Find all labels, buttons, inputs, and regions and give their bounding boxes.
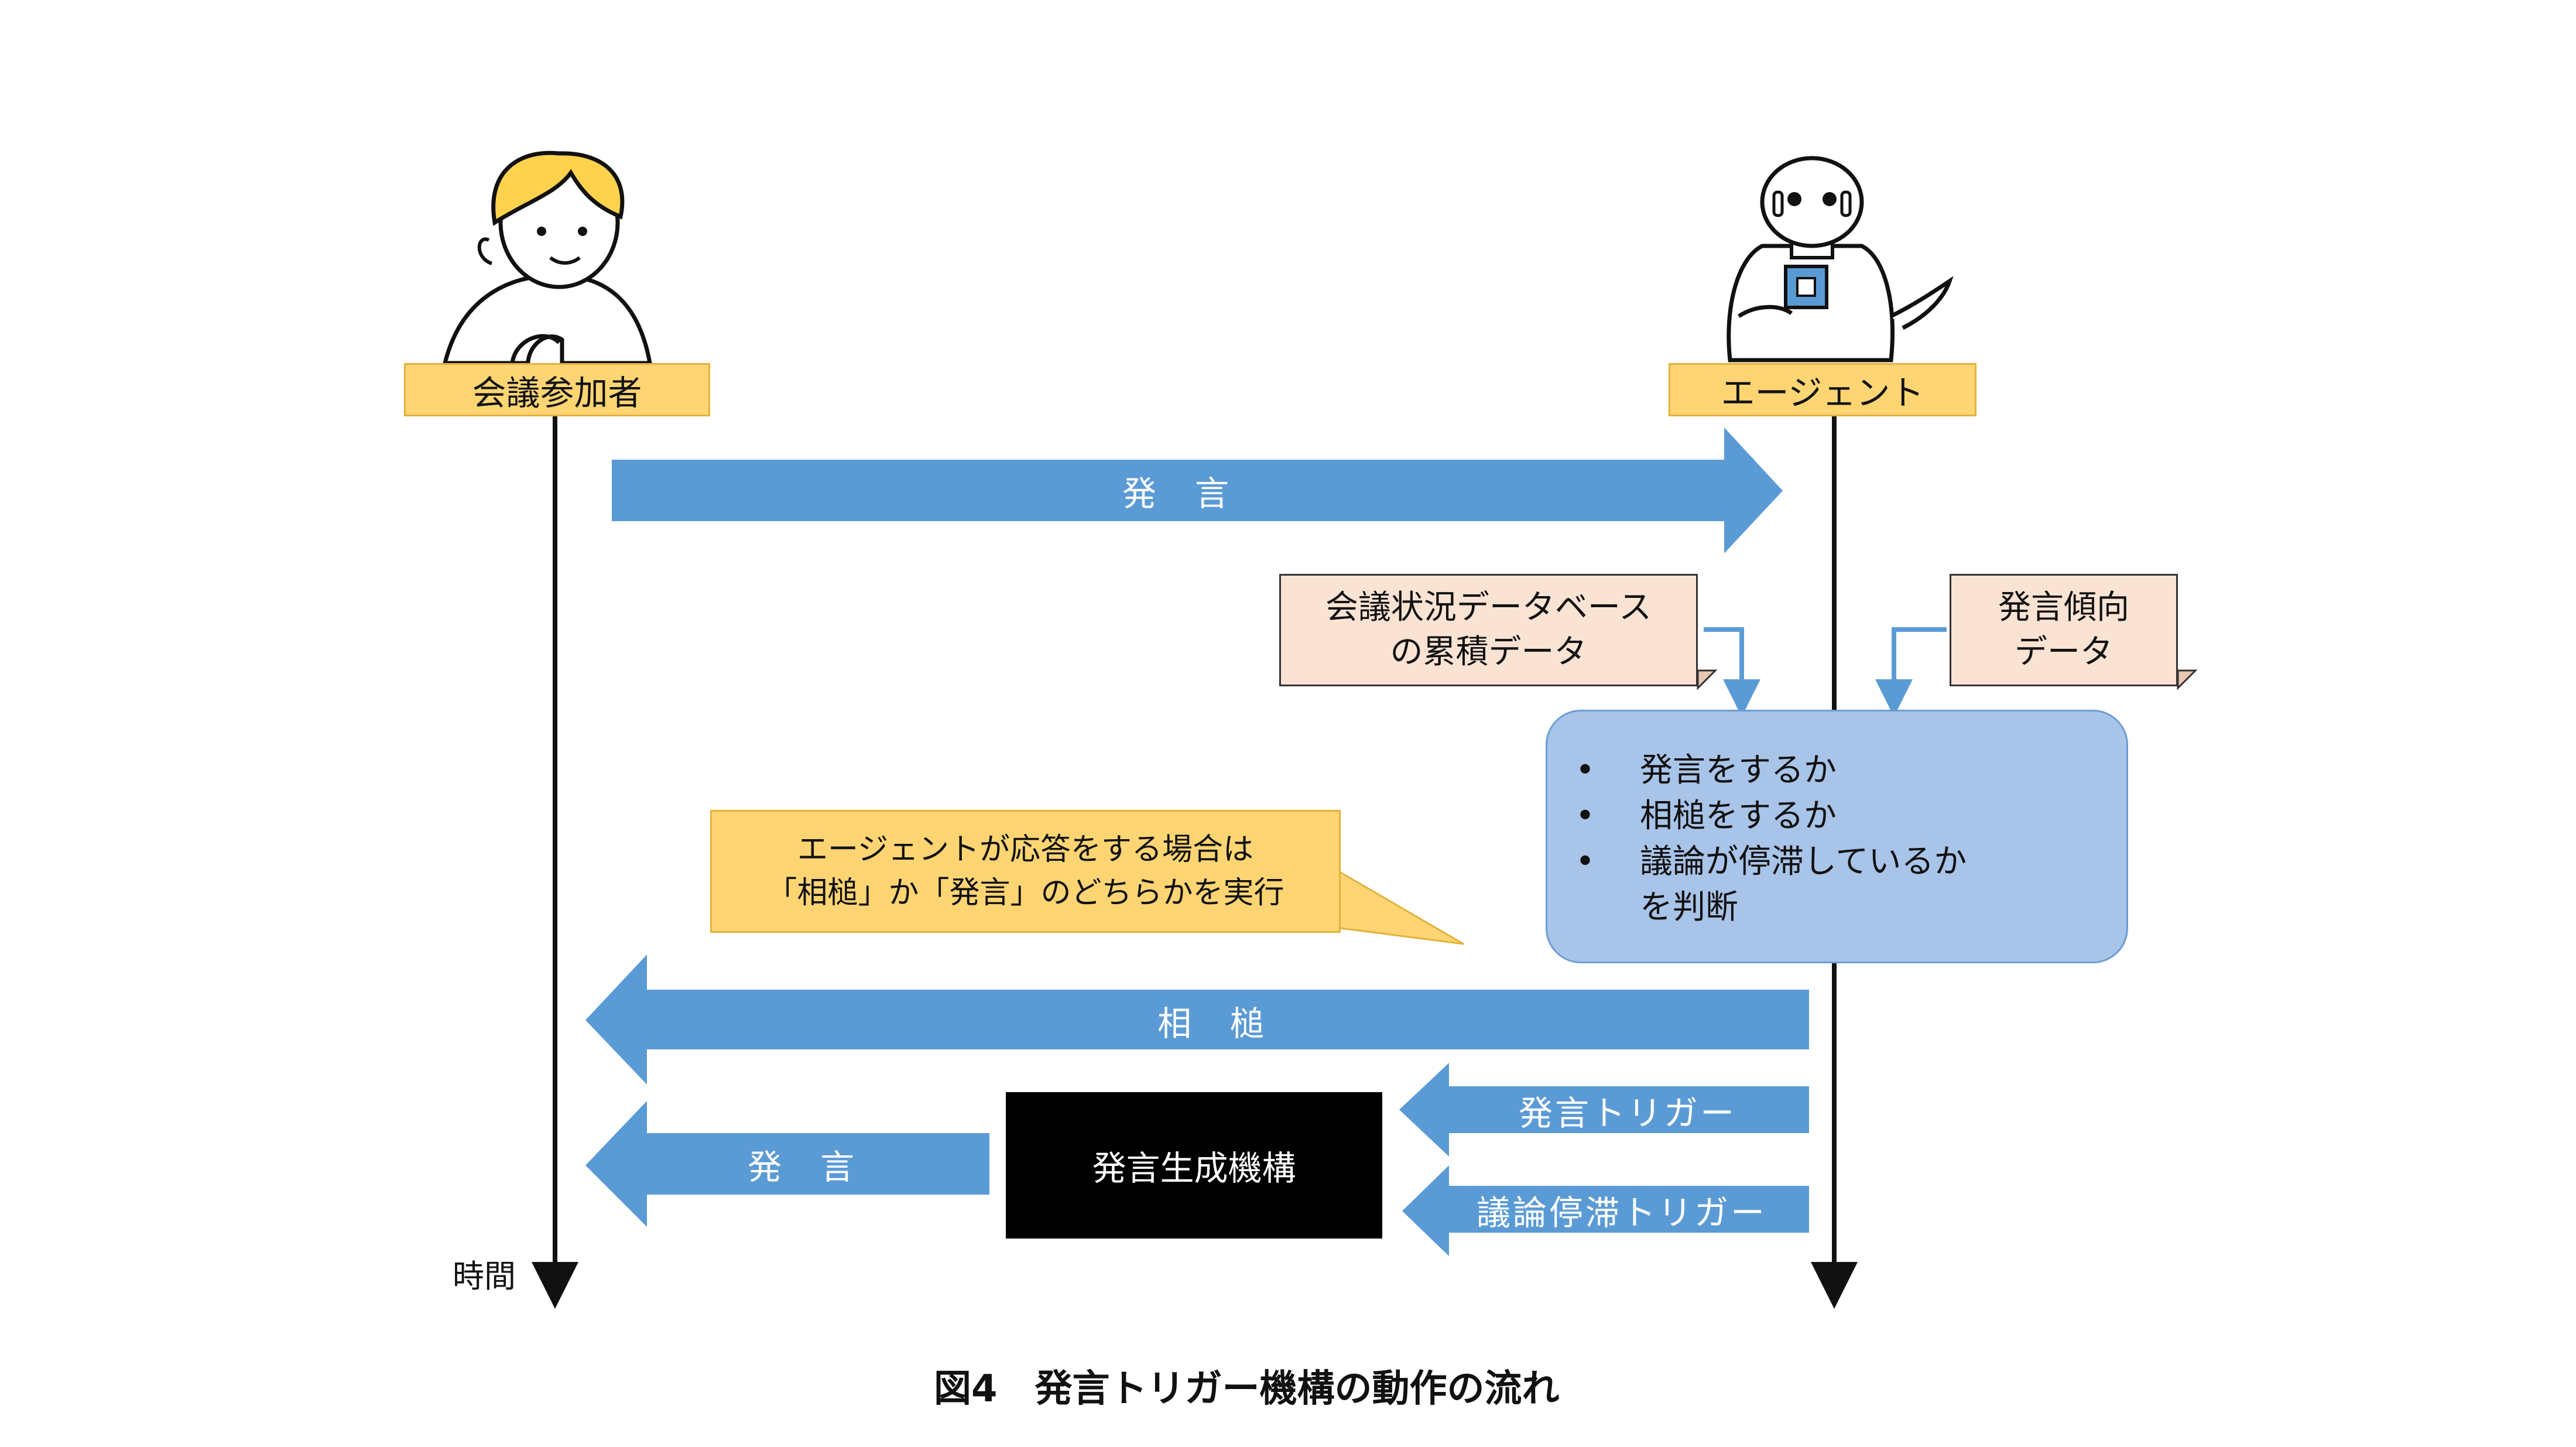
- person-icon: [442, 150, 653, 377]
- utterance-to-agent-label: 発 言: [1122, 473, 1231, 514]
- agent-label: エージェント: [1669, 363, 1976, 416]
- decision-tail: を判断: [1640, 888, 1738, 926]
- backchannel-arrow-left: [585, 955, 1809, 1085]
- participant-label: 会議参加者: [404, 363, 710, 416]
- response-callout: エージェントが応答をする場合は 「相槌」か「発言」のどちらかを実行: [710, 810, 1341, 933]
- backchannel-label: 相 槌: [1157, 1003, 1266, 1044]
- callout-tail: [1340, 871, 1464, 945]
- meeting-db-note: 会議状況データベース の累積データ: [1279, 574, 1698, 686]
- decision-item: 相槌をするか: [1575, 793, 2126, 839]
- decision-box: 発言をするか 相槌をするか 議論が停滞しているか を判断: [1546, 710, 2128, 963]
- meeting-db-note-fold: [1697, 669, 1718, 690]
- stagnation-trigger-label: 議論停滞トリガー: [1476, 1192, 1767, 1233]
- decision-item: 発言をするか: [1575, 748, 2126, 793]
- time-axis-label: 時間: [453, 1258, 516, 1295]
- tendency-connector: [1875, 627, 1947, 717]
- utterance-trigger-arrow: [1399, 1063, 1809, 1157]
- utterance-generator-box: 発言生成機構: [1006, 1092, 1382, 1239]
- figure-caption: 図4 発言トリガー機構の動作の流れ: [934, 1367, 1560, 1411]
- utterance-arrow-right: [612, 427, 1783, 553]
- utterance-trigger-label: 発言トリガー: [1518, 1093, 1736, 1133]
- db-connector: [1704, 627, 1760, 717]
- stagnation-trigger-arrow: [1402, 1165, 1809, 1256]
- decision-item: 議論が停滞しているか: [1575, 839, 2126, 885]
- tendency-note-fold: [2177, 669, 2198, 690]
- utterance-from-agent-label: 発 言: [747, 1147, 857, 1187]
- tendency-note: 発言傾向 データ: [1950, 574, 2178, 686]
- utterance-arrow-left: [585, 1101, 989, 1227]
- robot-icon: [1727, 156, 1954, 362]
